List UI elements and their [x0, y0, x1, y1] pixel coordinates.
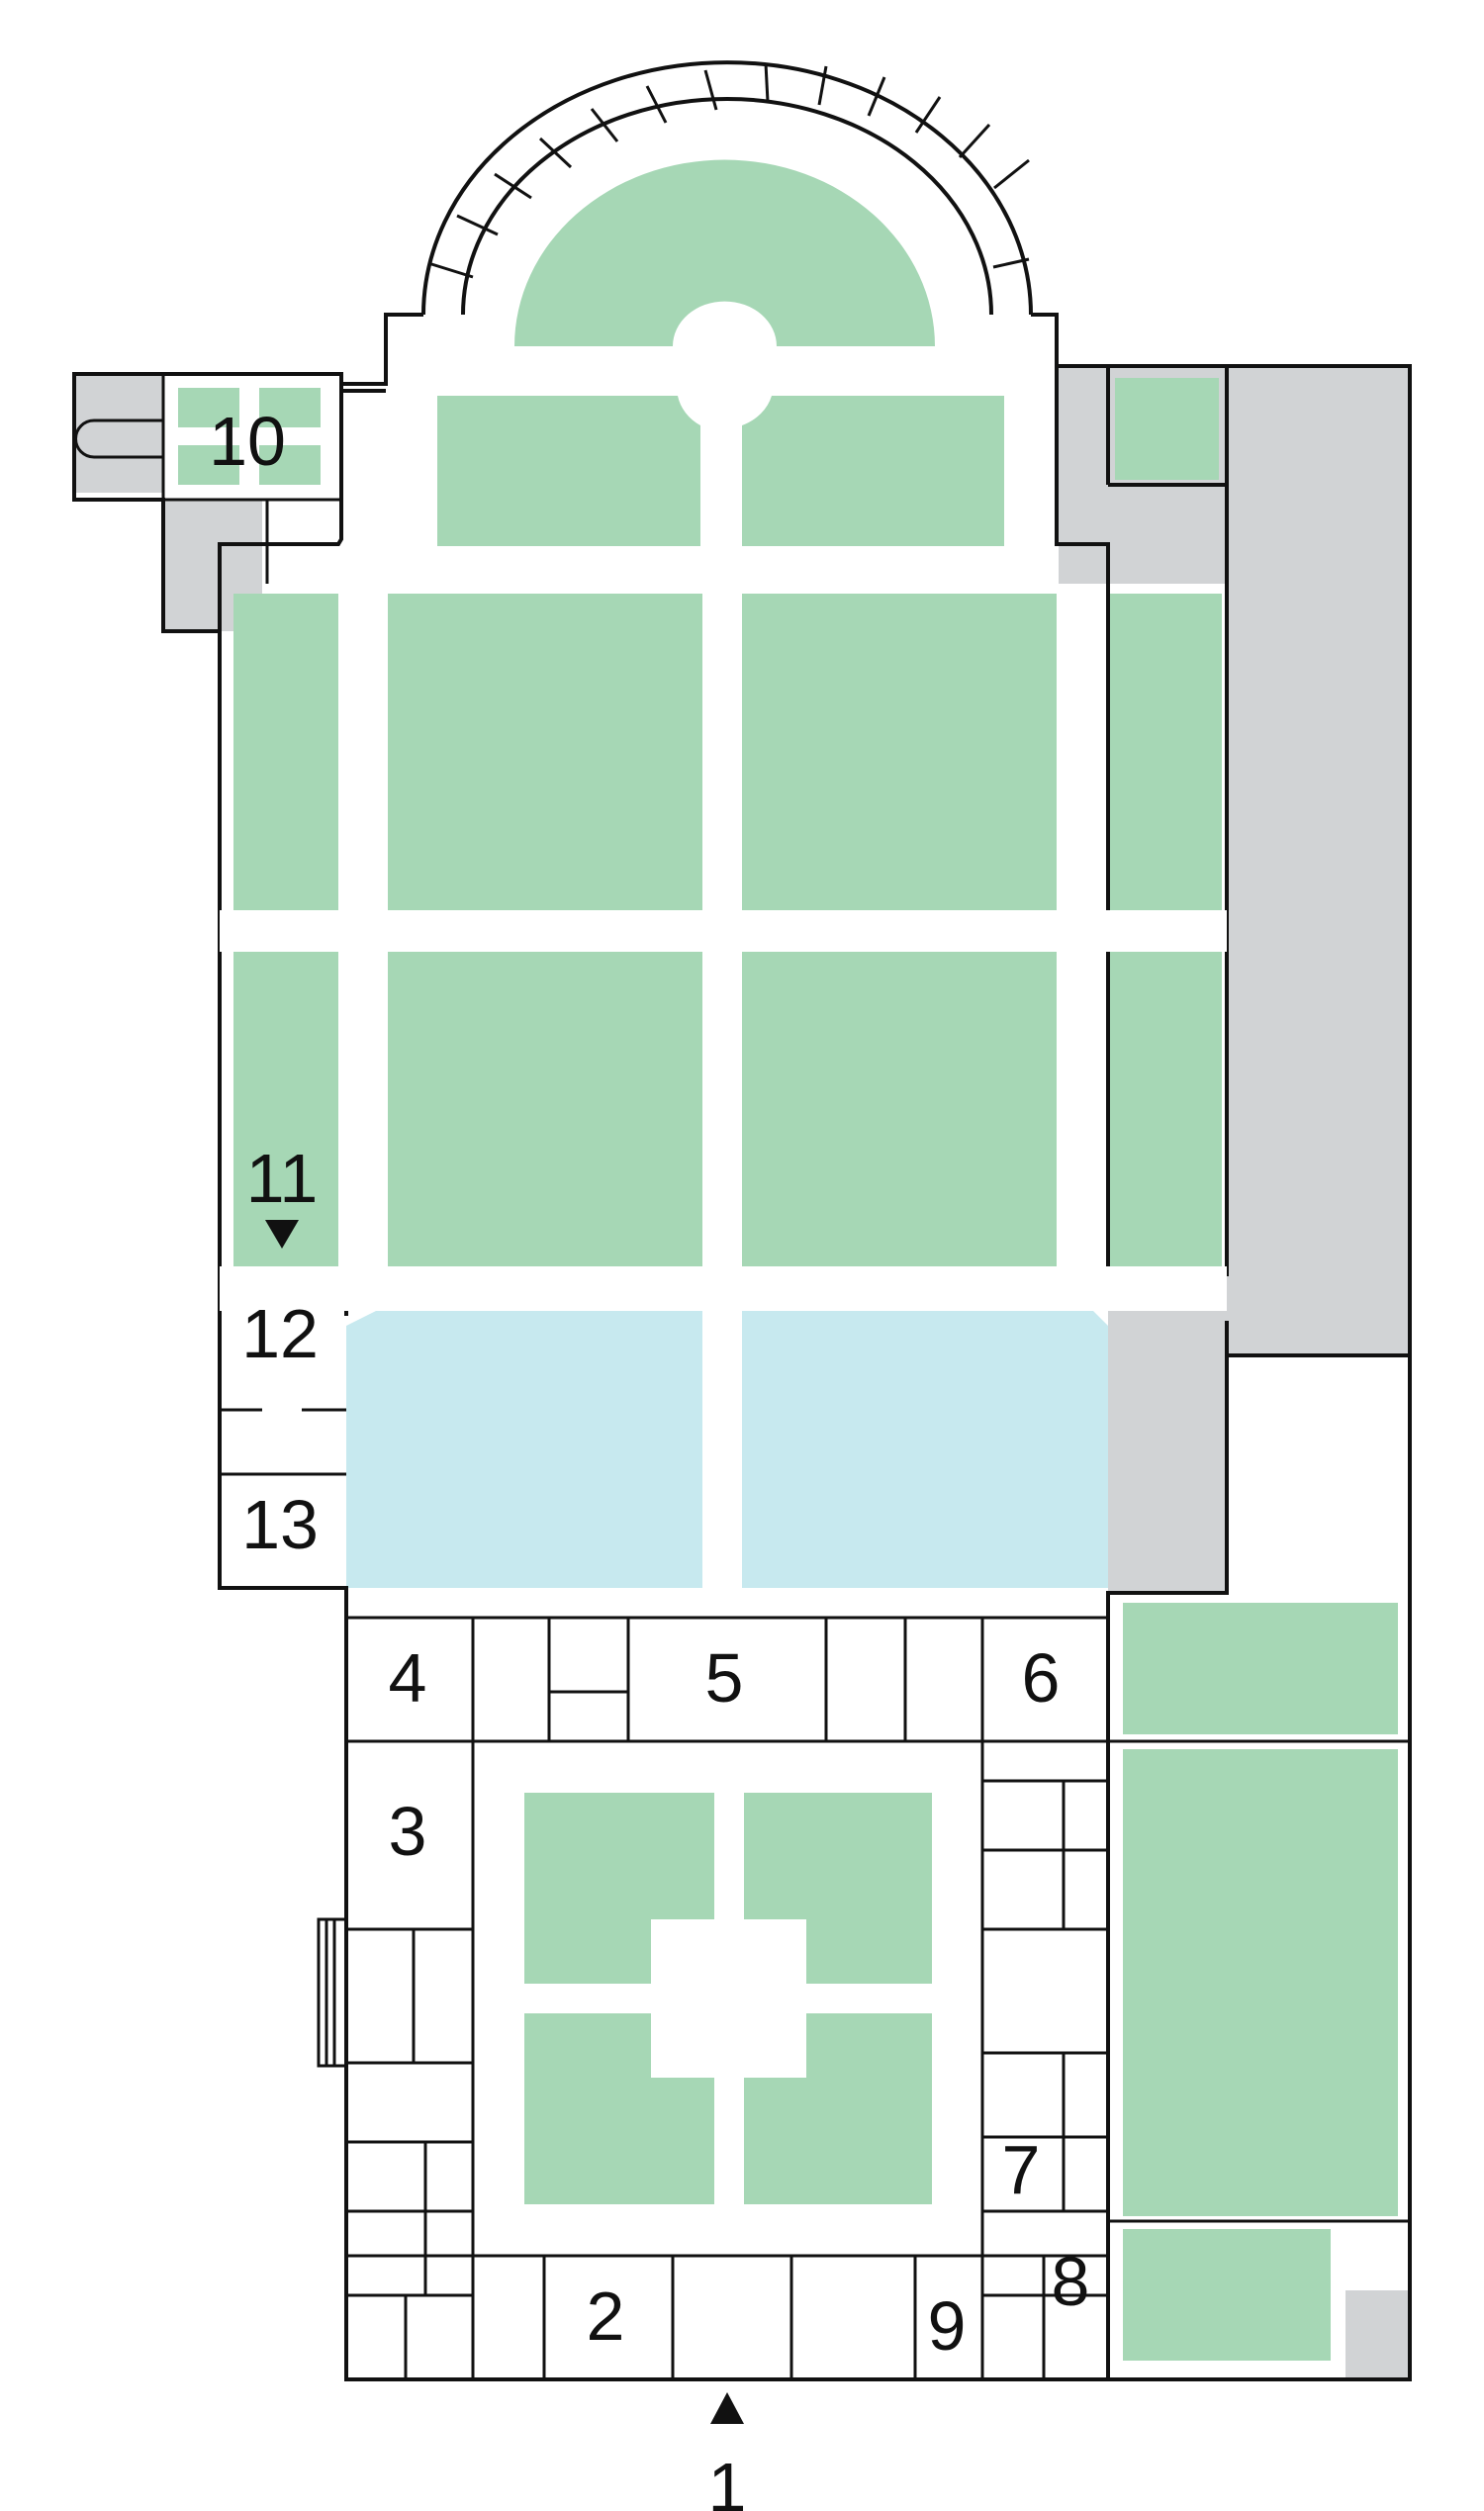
garden-field-a2: [233, 952, 338, 1266]
garden-field-c2: [742, 952, 1057, 1266]
label-13: 13: [241, 1486, 319, 1563]
label-10: 10: [209, 403, 286, 480]
pool-east-half: [742, 1311, 1108, 1588]
garden-cloister-se: [744, 2013, 932, 2204]
room-labels: 1 2 3 4 5 6 7 8 9 10 11 12 13: [209, 403, 1089, 2511]
pool-west-half: [346, 1311, 702, 1588]
garden-room10-d: [259, 445, 321, 485]
hemicycle-inner-wall: [461, 97, 993, 316]
label-8: 8: [1052, 2243, 1090, 2320]
label-3: 3: [389, 1793, 427, 1870]
label-2: 2: [587, 2278, 625, 2355]
gray-west-annex: [74, 374, 163, 493]
annex-apse: [74, 418, 95, 459]
garden-field-c1: [742, 594, 1057, 910]
outline-east-step: [1055, 366, 1110, 1266]
garden-field-b2: [388, 952, 702, 1266]
garden-cloister-sw: [524, 2013, 714, 2204]
label-11: 11: [246, 1140, 319, 1217]
label-7: 7: [1002, 2131, 1041, 2208]
garden-field-b1: [388, 594, 702, 910]
walls: [72, 60, 1412, 2381]
garden-room10-c: [178, 445, 239, 485]
garden-east-2: [1123, 1749, 1398, 2216]
path-north-south-axis: [702, 376, 742, 1588]
garden-east-1: [1123, 1603, 1398, 1734]
gray-east-strip: [1227, 366, 1410, 1355]
label-1: 1: [708, 2449, 747, 2511]
garden-field-d2: [1108, 952, 1222, 1266]
gray-east-mid: [1108, 1271, 1227, 1593]
garden-hemicycle: [514, 159, 935, 346]
arrow-up-icon: [710, 2392, 744, 2424]
cloister-inner-wall: [471, 1739, 984, 2258]
garden-upper-west: [437, 396, 700, 546]
paths: [220, 376, 1227, 1588]
garden-field-d1: [1108, 594, 1222, 910]
hemicycle-arcade-bays: [427, 62, 1030, 279]
annex-outline: [72, 372, 386, 633]
garden-field-a1: [233, 594, 338, 910]
label-4: 4: [389, 1639, 427, 1717]
garden-northeast: [1115, 378, 1219, 480]
pool: [346, 1311, 1108, 1588]
label-9: 9: [928, 2287, 967, 2365]
gray-southeast-corner: [1345, 2290, 1410, 2379]
label-5: 5: [705, 1639, 744, 1717]
label-12: 12: [241, 1295, 319, 1372]
garden-cloister-nw: [524, 1793, 714, 1984]
garden-room10-a: [178, 388, 239, 427]
west-steps: [317, 1917, 348, 2068]
arrow-down-icon: [265, 1220, 299, 1249]
garden-room10-b: [259, 388, 321, 427]
garden-east-3: [1123, 2229, 1331, 2361]
label-6: 6: [1022, 1639, 1061, 1717]
hemicycle-outer-wall: [421, 60, 1033, 316]
garden-cloister-ne: [744, 1793, 932, 1984]
gardens: [178, 159, 1398, 2361]
garden-upper-east: [742, 396, 1004, 546]
